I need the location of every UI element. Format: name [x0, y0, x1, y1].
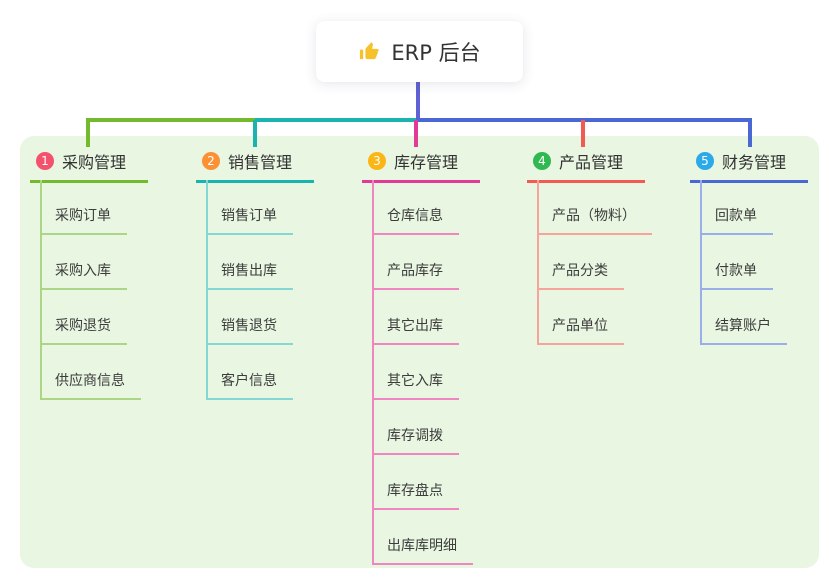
child-node-stock-transfer[interactable]: 库存调拨: [374, 400, 459, 455]
child-node-payment-order[interactable]: 付款单: [702, 235, 773, 290]
branch-children-purchase: 采购订单 采购入库 采购退货 供应商信息: [40, 180, 141, 400]
child-node-sales-order[interactable]: 销售订单: [208, 180, 293, 235]
branch-label-product: 产品管理: [559, 153, 624, 172]
connector-bus-purchase: [86, 118, 257, 122]
branches-panel: [20, 136, 819, 568]
child-node-product-stock[interactable]: 产品库存: [374, 235, 459, 290]
connector-drop-finance: [748, 120, 752, 147]
child-node-product-material[interactable]: 产品（物料）: [539, 180, 652, 235]
branch-header-finance[interactable]: 5 财务管理: [690, 145, 808, 183]
branch-children-inventory: 仓库信息 产品库存 其它出库 其它入库 库存调拨 库存盘点 出库库明细: [372, 180, 473, 565]
branch-label-purchase: 采购管理: [62, 153, 127, 172]
connector-bus-sales: [255, 118, 418, 122]
child-node-customer-info[interactable]: 客户信息: [208, 345, 293, 400]
connector-drop-purchase: [86, 120, 90, 147]
connector-drop-product: [581, 120, 585, 147]
child-node-stock-count[interactable]: 库存盘点: [374, 455, 459, 510]
child-node-product-unit[interactable]: 产品单位: [539, 290, 624, 345]
branch-badge-purchase: 1: [36, 152, 54, 170]
child-node-product-category[interactable]: 产品分类: [539, 235, 624, 290]
branch-badge-finance: 5: [696, 152, 714, 170]
branch-header-product[interactable]: 4 产品管理: [527, 145, 645, 183]
branch-children-product: 产品（物料） 产品分类 产品单位: [537, 180, 652, 345]
child-node-other-inbound[interactable]: 其它入库: [374, 345, 459, 400]
branch-children-sales: 销售订单 销售出库 销售退货 客户信息: [206, 180, 293, 400]
child-node-sales-return[interactable]: 销售退货: [208, 290, 293, 345]
child-node-sales-outbound[interactable]: 销售出库: [208, 235, 293, 290]
child-node-other-outbound[interactable]: 其它出库: [374, 290, 459, 345]
branch-label-sales: 销售管理: [228, 153, 293, 172]
child-node-warehouse-info[interactable]: 仓库信息: [374, 180, 459, 235]
root-title: ERP 后台: [391, 40, 481, 65]
branch-badge-product: 4: [533, 152, 551, 170]
thumbs-up-icon: [360, 42, 380, 60]
branch-label-finance: 财务管理: [722, 153, 787, 172]
connector-drop-sales: [253, 120, 257, 147]
branch-header-purchase[interactable]: 1 采购管理: [30, 145, 148, 183]
branch-badge-sales: 2: [202, 152, 220, 170]
child-node-outbound-detail[interactable]: 出库库明细: [374, 510, 473, 565]
child-node-supplier-info[interactable]: 供应商信息: [42, 345, 141, 400]
root-node[interactable]: ERP 后台: [316, 21, 523, 82]
child-node-settlement-account[interactable]: 结算账户: [702, 290, 787, 345]
root-connector-line: [416, 82, 420, 122]
branch-header-inventory[interactable]: 3 库存管理: [362, 145, 480, 183]
child-node-purchase-inbound[interactable]: 采购入库: [42, 235, 127, 290]
branch-badge-inventory: 3: [368, 152, 386, 170]
child-node-receipt-order[interactable]: 回款单: [702, 180, 773, 235]
branch-children-finance: 回款单 付款单 结算账户: [700, 180, 787, 345]
connector-drop-inventory: [414, 120, 418, 147]
child-node-purchase-return[interactable]: 采购退货: [42, 290, 127, 345]
branch-label-inventory: 库存管理: [394, 153, 459, 172]
branch-header-sales[interactable]: 2 销售管理: [196, 145, 314, 183]
child-node-purchase-order[interactable]: 采购订单: [42, 180, 127, 235]
